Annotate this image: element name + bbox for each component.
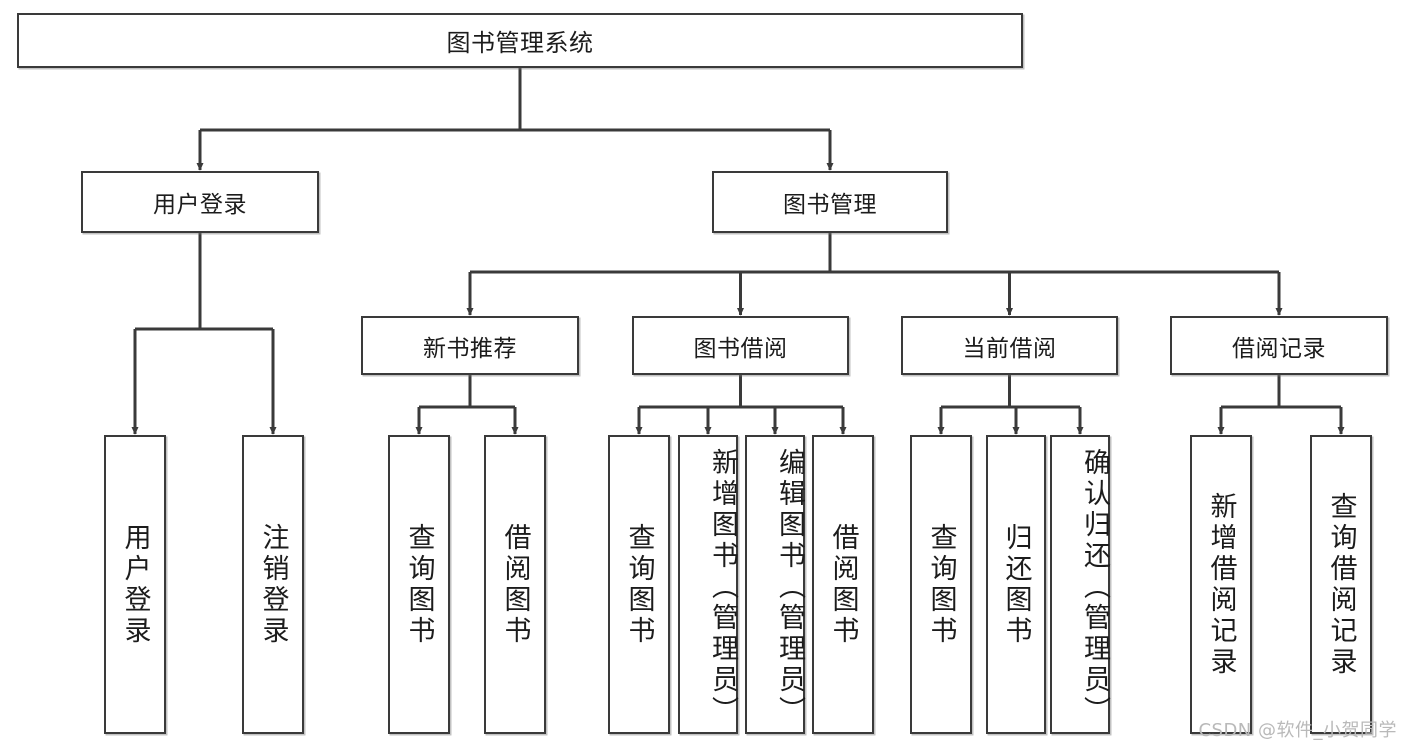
node-label-leaf-query-borrow-record: 查询借阅记录 (1325, 491, 1357, 678)
node-leaf-user-login[interactable]: 用户登录 (104, 435, 166, 734)
node-label-book-borrow: 图书借阅 (693, 335, 788, 362)
node-leaf-query-book-1[interactable]: 查询图书 (388, 435, 450, 734)
csdn-watermark: CSDN @软件_小贺同学 (1198, 720, 1397, 741)
node-borrow-record[interactable]: 借阅记录 (1170, 316, 1388, 375)
node-label-book-manage: 图书管理 (783, 192, 877, 218)
node-label-leaf-borrow-book-1: 借阅图书 (499, 522, 531, 647)
node-leaf-logout[interactable]: 注销登录 (242, 435, 304, 734)
node-leaf-edit-book-admin[interactable]: 编辑图书（管理员） (745, 435, 805, 734)
node-root[interactable]: 图书管理系统 (17, 13, 1023, 68)
node-label-leaf-edit-book-admin: 编辑图书（管理员） (774, 448, 805, 727)
node-label-leaf-add-borrow-record: 新增借阅记录 (1205, 491, 1237, 678)
node-label-root: 图书管理系统 (446, 29, 594, 57)
node-leaf-borrow-book-2[interactable]: 借阅图书 (812, 435, 874, 734)
node-label-new-book-recommend: 新书推荐 (423, 335, 517, 362)
node-book-manage[interactable]: 图书管理 (712, 171, 948, 233)
node-label-leaf-confirm-return-admin: 确认归还（管理员） (1079, 448, 1110, 727)
node-leaf-return-book[interactable]: 归还图书 (986, 435, 1046, 734)
node-label-borrow-record: 借阅记录 (1232, 335, 1326, 362)
node-label-user-login: 用户登录 (153, 192, 247, 218)
node-current-borrow[interactable]: 当前借阅 (901, 316, 1118, 375)
node-book-borrow[interactable]: 图书借阅 (632, 316, 849, 375)
node-leaf-query-book-3[interactable]: 查询图书 (910, 435, 972, 734)
node-label-leaf-query-book-1: 查询图书 (403, 522, 435, 647)
node-label-leaf-return-book: 归还图书 (1000, 522, 1032, 647)
node-leaf-borrow-book-1[interactable]: 借阅图书 (484, 435, 546, 734)
node-label-leaf-user-login: 用户登录 (119, 522, 151, 647)
node-user-login[interactable]: 用户登录 (81, 171, 319, 233)
node-label-leaf-query-book-3: 查询图书 (925, 522, 957, 647)
node-label-leaf-logout: 注销登录 (257, 522, 289, 647)
node-label-leaf-add-book-admin: 新增图书（管理员） (707, 448, 738, 727)
node-leaf-query-borrow-record[interactable]: 查询借阅记录 (1310, 435, 1372, 734)
node-label-leaf-query-book-2: 查询图书 (623, 522, 655, 647)
node-leaf-confirm-return-admin[interactable]: 确认归还（管理员） (1050, 435, 1110, 734)
node-label-leaf-borrow-book-2: 借阅图书 (827, 522, 859, 647)
node-label-current-borrow: 当前借阅 (962, 335, 1057, 362)
node-leaf-add-book-admin[interactable]: 新增图书（管理员） (678, 435, 738, 734)
node-leaf-add-borrow-record[interactable]: 新增借阅记录 (1190, 435, 1252, 734)
node-leaf-query-book-2[interactable]: 查询图书 (608, 435, 670, 734)
node-new-book-recommend[interactable]: 新书推荐 (361, 316, 579, 375)
